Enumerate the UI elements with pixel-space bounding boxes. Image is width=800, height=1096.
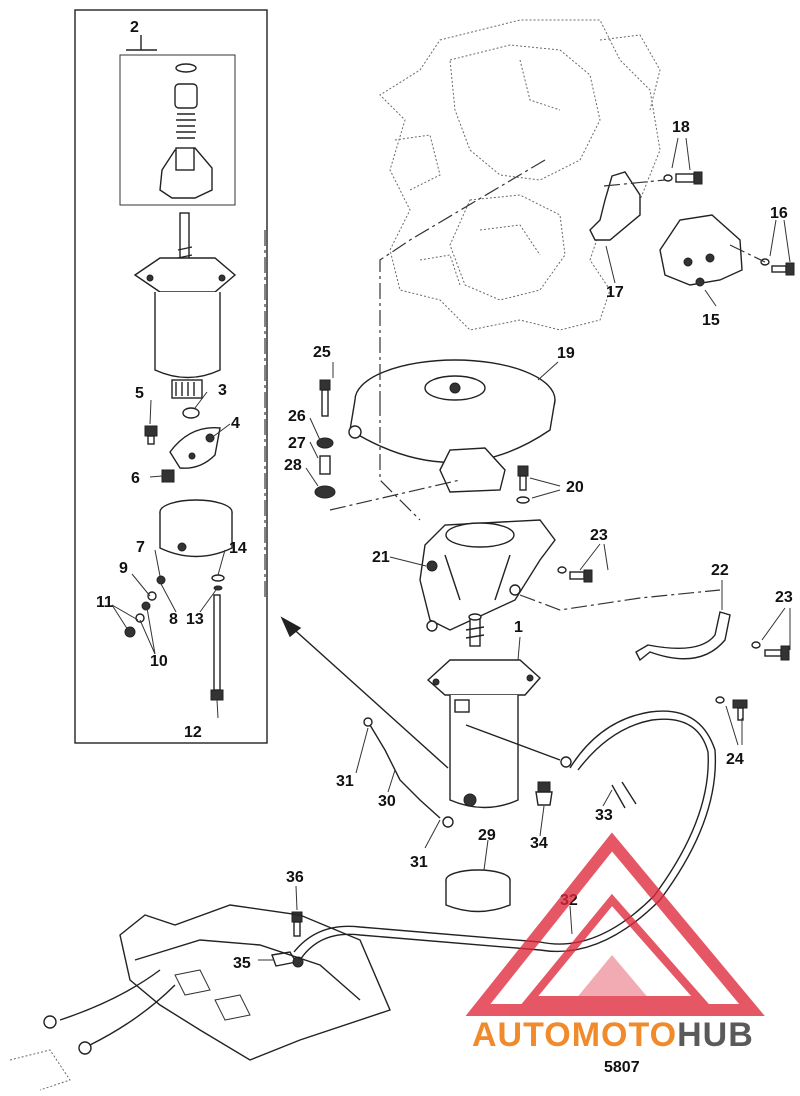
figure-number: 5807 (604, 1059, 640, 1076)
grommet-28-part (314, 485, 336, 499)
callout-2: 2 (130, 19, 139, 36)
bracket-part (589, 171, 641, 241)
callout-1: 1 (514, 619, 523, 636)
brush-part (161, 469, 175, 483)
screw-35-part (271, 951, 304, 968)
drive-assembly-part (159, 63, 213, 199)
callout-10: 10 (150, 653, 168, 670)
flywheel-cover-part (348, 359, 556, 493)
callout-3: 3 (218, 382, 227, 399)
callout-7: 7 (136, 539, 145, 556)
callout-30: 30 (378, 793, 396, 810)
callout-31-upper: 31 (336, 773, 354, 790)
watermark-logo (465, 832, 765, 1016)
starter-motor-part (426, 613, 541, 809)
callout-24: 24 (726, 751, 744, 768)
callout-11: 11 (96, 594, 113, 611)
callout-6: 6 (131, 470, 140, 487)
callout-13: 13 (186, 611, 204, 628)
callout-35: 35 (233, 955, 251, 972)
callout-14: 14 (229, 540, 247, 557)
watermark-auto: AUTO (472, 1016, 572, 1054)
cables (293, 710, 717, 961)
rubber-collar-part (445, 869, 511, 913)
callout-23-upper: 23 (590, 527, 608, 544)
callout-5: 5 (135, 385, 144, 402)
callout-4: 4 (231, 415, 240, 432)
starter-bracket-part (419, 519, 556, 632)
callout-26: 26 (288, 408, 306, 425)
callout-33: 33 (595, 807, 613, 824)
watermark-text: AUTOMOTOHUB (472, 1016, 754, 1054)
brush-plate-part (169, 427, 221, 469)
solenoid-part (659, 214, 743, 287)
through-bolt-part (210, 594, 224, 701)
callout-28: 28 (284, 457, 302, 474)
callout-12: 12 (184, 724, 202, 741)
callout-25: 25 (313, 344, 331, 361)
watermark-moto: MOTO (572, 1016, 677, 1054)
callout-9: 9 (119, 560, 128, 577)
callout-34: 34 (530, 835, 548, 852)
bolt-23-upper-part (557, 566, 593, 583)
callout-8: 8 (169, 611, 178, 628)
starter-exploded-panel (74, 9, 268, 744)
callout-16: 16 (770, 205, 788, 222)
grommet-26-part (316, 437, 334, 449)
end-housing-part (159, 499, 233, 558)
bolt-18-part (663, 171, 703, 185)
callout-36: 36 (286, 869, 304, 886)
bolt-36-part (291, 911, 303, 937)
callout-17: 17 (606, 284, 624, 301)
callout-27: 27 (288, 435, 306, 452)
screw-part (144, 425, 158, 445)
starter-armature-housing (133, 212, 237, 399)
lower-frame (9, 904, 391, 1091)
callout-21: 21 (372, 549, 390, 566)
callout-20: 20 (566, 479, 584, 496)
washer-part (182, 407, 200, 419)
watermark-hub: HUB (677, 1016, 754, 1054)
bolt-20-part (516, 465, 530, 504)
callout-31-lower: 31 (410, 854, 428, 871)
sleeve-27-part (319, 455, 331, 475)
callout-19: 19 (557, 345, 575, 362)
drive-assembly-box (119, 54, 236, 206)
engine-block (379, 19, 661, 331)
leader-lines (111, 35, 791, 961)
strap-part (635, 611, 731, 662)
callout-18: 18 (672, 119, 690, 136)
bolt-24-part (715, 696, 748, 721)
bolt-16-part (760, 258, 795, 276)
callout-22: 22 (711, 562, 729, 579)
callout-23-lower: 23 (775, 589, 793, 606)
bolt-25-part (319, 379, 331, 417)
nut-washer-group (124, 574, 225, 638)
callout-15: 15 (702, 312, 720, 329)
callout-labels: 2 3 4 5 6 7 8 9 10 11 12 13 14 15 16 17 … (96, 19, 793, 1076)
bolt-23-lower-part (751, 641, 790, 661)
terminal-boot-part (535, 781, 553, 806)
callout-29: 29 (478, 827, 496, 844)
